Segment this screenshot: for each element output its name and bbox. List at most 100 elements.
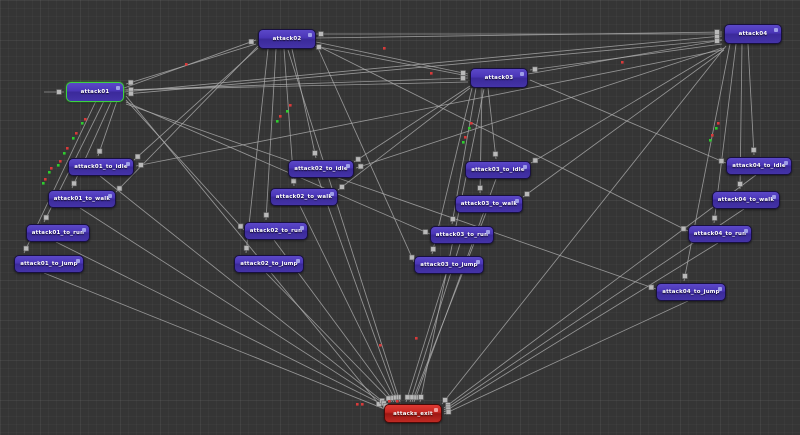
transition-marker-red[interactable]: [464, 136, 467, 139]
graph-edge[interactable]: [55, 241, 391, 409]
graph-edge[interactable]: [405, 273, 447, 403]
transition-marker-green[interactable]: [48, 171, 51, 174]
transition-marker-green[interactable]: [42, 182, 45, 185]
graph-node-attack01_to_jump[interactable]: attack01_to_jump: [14, 255, 84, 273]
transition-marker-red[interactable]: [44, 178, 47, 181]
transition-marker-red[interactable]: [717, 122, 720, 125]
transition-marker-red[interactable]: [185, 63, 188, 66]
graph-edge[interactable]: [529, 43, 723, 71]
graph-edge[interactable]: [265, 272, 393, 403]
graph-node-attack03_to_idle[interactable]: attack03_to_idle: [465, 161, 531, 179]
graph-edge[interactable]: [97, 97, 119, 157]
graph-edge[interactable]: [79, 207, 389, 407]
graph-node-attack02_to_idle[interactable]: attack02_to_idle: [288, 160, 354, 178]
graph-edge[interactable]: [125, 101, 431, 235]
transition-marker-green[interactable]: [462, 141, 465, 144]
graph-node-attack01_to_walk[interactable]: attack01_to_walk: [48, 190, 116, 208]
graph-edge[interactable]: [527, 39, 723, 75]
transition-marker-red[interactable]: [75, 132, 78, 135]
transition-marker-green[interactable]: [709, 139, 712, 142]
graph-edge[interactable]: [125, 95, 383, 409]
graph-node-attack02_to_run[interactable]: attack02_to_run: [244, 222, 308, 240]
graph-node-attack01[interactable]: attack01: [66, 82, 124, 102]
graph-edge[interactable]: [115, 45, 259, 193]
graph-edge[interactable]: [337, 87, 471, 191]
transition-marker-red[interactable]: [279, 115, 282, 118]
graph-node-attack04[interactable]: attack04: [724, 24, 782, 44]
graph-edge[interactable]: [125, 43, 257, 85]
graph-edge[interactable]: [125, 81, 469, 91]
graph-node-attacks_exit[interactable]: attacks_exit: [384, 404, 442, 423]
transition-marker-red[interactable]: [383, 47, 386, 50]
graph-node-attack03[interactable]: attack03: [470, 68, 528, 88]
edge-arrowhead: [422, 229, 429, 235]
graph-edge[interactable]: [441, 45, 727, 405]
graph-edge[interactable]: [123, 35, 723, 93]
transition-marker-green[interactable]: [63, 152, 66, 155]
transition-marker-red[interactable]: [361, 403, 364, 406]
graph-edge[interactable]: [315, 41, 469, 75]
graph-edge[interactable]: [443, 242, 719, 413]
transition-marker-green[interactable]: [286, 110, 289, 113]
graph-edge[interactable]: [529, 79, 727, 164]
graph-edge[interactable]: [683, 43, 731, 282]
graph-edge[interactable]: [123, 77, 469, 91]
transition-marker-red[interactable]: [430, 72, 433, 75]
graph-edge[interactable]: [299, 205, 397, 403]
graph-edge[interactable]: [125, 103, 657, 290]
graph-node-attack02[interactable]: attack02: [258, 29, 316, 49]
transition-marker-red[interactable]: [396, 400, 399, 403]
graph-node-attack04_to_run[interactable]: attack04_to_run: [688, 225, 752, 243]
graph-node-attack04_to_walk[interactable]: attack04_to_walk: [712, 191, 780, 209]
edge-arrowhead: [413, 394, 419, 401]
transition-marker-green[interactable]: [57, 164, 60, 167]
graph-node-attack02_to_walk[interactable]: attack02_to_walk: [270, 188, 338, 206]
graph-edge[interactable]: [487, 87, 497, 160]
transition-marker-red[interactable]: [415, 337, 418, 340]
graph-node-attack04_to_jump[interactable]: attack04_to_jump: [656, 283, 726, 301]
transition-marker-red[interactable]: [470, 122, 473, 125]
graph-edge[interactable]: [43, 272, 393, 413]
graph-edge[interactable]: [133, 47, 259, 161]
graph-edge[interactable]: [313, 45, 469, 77]
graph-edge[interactable]: [419, 88, 485, 403]
graph-node-attack01_to_idle[interactable]: attack01_to_idle: [68, 158, 134, 176]
transition-marker-green[interactable]: [468, 127, 471, 130]
transition-marker-red[interactable]: [289, 104, 292, 107]
graph-node-attack04_to_idle[interactable]: attack04_to_idle: [726, 157, 792, 175]
graph-node-attack03_to_run[interactable]: attack03_to_run: [430, 226, 494, 244]
graph-node-attack03_to_jump[interactable]: attack03_to_jump: [414, 256, 484, 274]
graph-edge[interactable]: [522, 49, 725, 198]
transition-marker-red[interactable]: [621, 61, 624, 64]
transition-marker-red[interactable]: [379, 344, 382, 347]
graph-edge[interactable]: [315, 31, 723, 39]
graph-edge[interactable]: [530, 47, 725, 164]
graph-edge[interactable]: [123, 39, 257, 89]
graph-edge[interactable]: [291, 48, 317, 159]
transition-marker-red[interactable]: [66, 147, 69, 150]
graph-node-attack02_to_jump[interactable]: attack02_to_jump: [234, 255, 304, 273]
graph-edge[interactable]: [353, 85, 471, 163]
graph-edge[interactable]: [317, 47, 415, 263]
graph-edge[interactable]: [99, 175, 387, 405]
transition-marker-red[interactable]: [711, 134, 714, 137]
graph-node-attack03_to_walk[interactable]: attack03_to_walk: [455, 195, 523, 213]
transition-marker-green[interactable]: [276, 120, 279, 123]
graph-edge[interactable]: [747, 43, 755, 156]
transition-marker-red[interactable]: [84, 118, 87, 121]
graph-edge[interactable]: [125, 39, 723, 95]
transition-marker-green[interactable]: [715, 127, 718, 130]
graph-edge[interactable]: [135, 49, 723, 167]
transition-marker-green[interactable]: [72, 137, 75, 140]
graph-edge[interactable]: [443, 300, 689, 415]
transition-marker-red[interactable]: [59, 160, 62, 163]
graph-edge[interactable]: [317, 177, 399, 403]
transition-marker-red[interactable]: [50, 167, 53, 170]
transition-marker-red[interactable]: [356, 403, 359, 406]
graph-edge[interactable]: [355, 47, 723, 169]
transition-marker-red[interactable]: [388, 400, 391, 403]
graph-edge[interactable]: [125, 99, 245, 231]
graph-node-attack01_to_run[interactable]: attack01_to_run: [26, 224, 90, 242]
transition-marker-green[interactable]: [81, 122, 84, 125]
